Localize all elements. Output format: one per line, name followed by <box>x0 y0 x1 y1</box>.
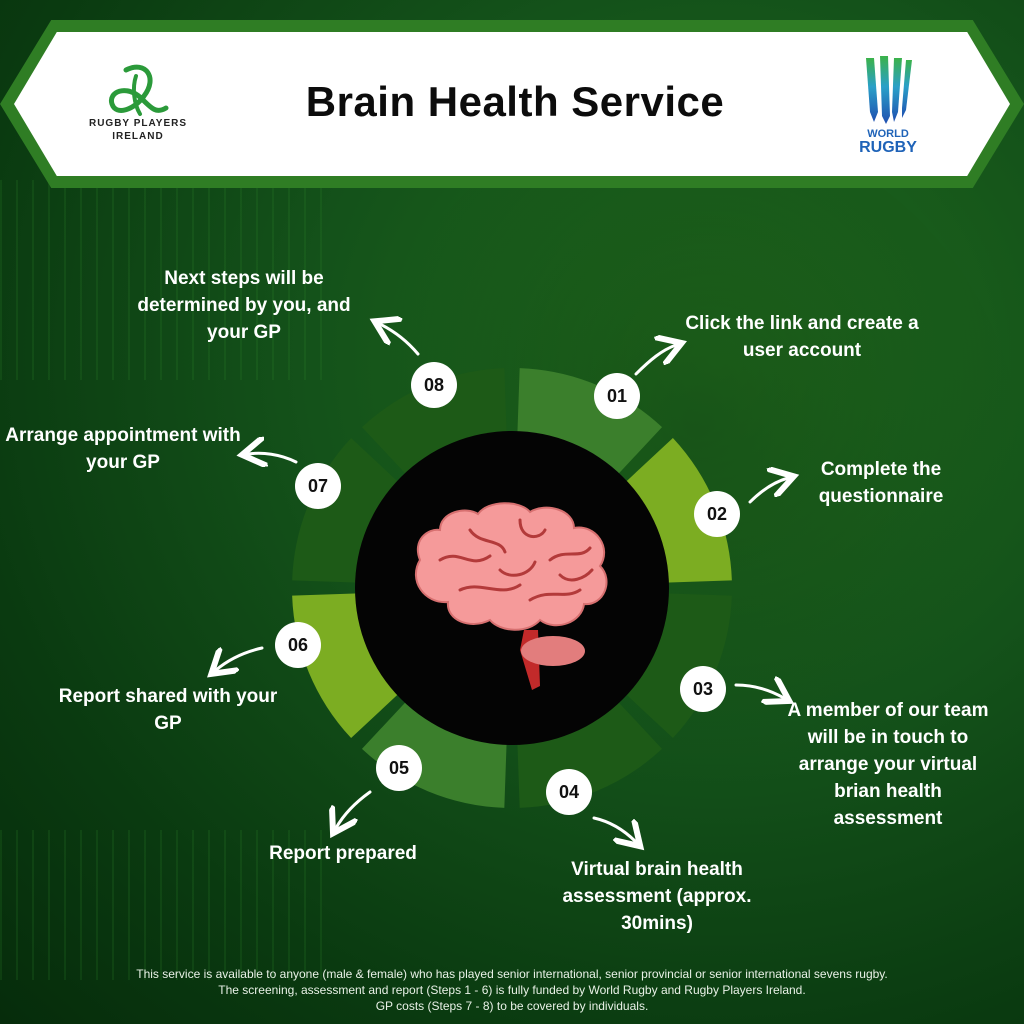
rpi-logo-line2: IRELAND <box>112 131 164 142</box>
arrow-04 <box>592 816 636 842</box>
arrow-06 <box>216 646 264 670</box>
step-badge-08: 08 <box>411 362 457 408</box>
arrow-01 <box>634 345 676 376</box>
world-rugby-line2: RUGBY <box>859 139 917 156</box>
rpi-logo-line1: RUGBY PLAYERS <box>88 118 188 129</box>
brain-icon <box>414 502 608 690</box>
page-title: Brain Health Service <box>305 78 725 125</box>
footer-line-1: This service is available to anyone (mal… <box>136 967 888 981</box>
ring-segment-8 <box>361 368 507 479</box>
ring-segment-7 <box>292 437 403 583</box>
arrow-05 <box>336 790 372 828</box>
background-stripes <box>0 830 330 980</box>
step-text-02: Complete the questionnaire <box>818 459 944 507</box>
step-badge-03: 03 <box>680 666 726 712</box>
step-text-03: A member of our team will be in touch to… <box>787 700 989 829</box>
background-stripes <box>0 180 330 380</box>
arrow-02 <box>748 478 788 504</box>
step-badge-06: 06 <box>275 622 321 668</box>
step-text-01: Click the link and create a user account <box>685 313 919 361</box>
step-badge-05: 05 <box>376 745 422 791</box>
step-text-05: Report prepared <box>269 843 417 864</box>
ring-segment-3 <box>621 593 732 739</box>
arrow-07 <box>248 453 298 462</box>
step-text-08: Next steps will be determined by you, an… <box>137 268 351 343</box>
arrow-08 <box>380 324 420 356</box>
footer-note: This service is available to anyone (mal… <box>20 966 1004 1014</box>
ring-segment-2 <box>621 437 732 583</box>
step-text-07: Arrange appointment with your GP <box>5 425 241 473</box>
step-badge-04: 04 <box>546 769 592 815</box>
footer-line-3: GP costs (Steps 7 - 8) to be covered by … <box>375 999 649 1013</box>
ring-segment-6 <box>292 593 403 739</box>
step-badge-01: 01 <box>594 373 640 419</box>
step-badge-07: 07 <box>295 463 341 509</box>
footer-line-2: The screening, assessment and report (St… <box>218 983 806 997</box>
header-banner <box>14 32 1010 176</box>
step-badge-02: 02 <box>694 491 740 537</box>
step-text-04: Virtual brain health assessment (approx.… <box>562 859 752 934</box>
ring-segment-1 <box>517 368 663 479</box>
world-rugby-line1: WORLD <box>867 128 909 140</box>
step-text-06: Report shared with your GP <box>58 686 278 734</box>
arrow-03 <box>734 685 784 698</box>
ring-segment-5 <box>361 697 507 808</box>
